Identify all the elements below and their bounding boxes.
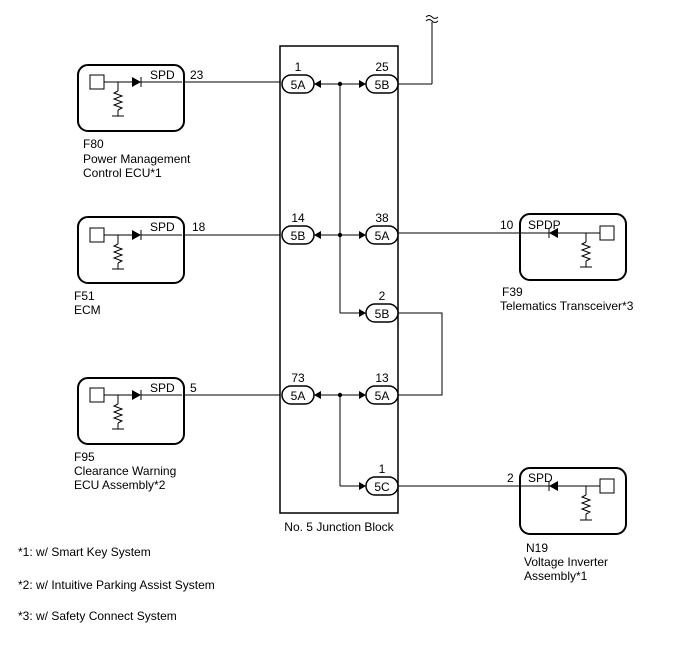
svg-text:25: 25 bbox=[375, 60, 389, 74]
svg-text:5B: 5B bbox=[291, 229, 306, 243]
connector-5b-pin2: 5B 2 bbox=[365, 289, 399, 323]
note-1: *1: w/ Smart Key System bbox=[18, 545, 151, 559]
f51-name-line1: ECM bbox=[74, 303, 101, 317]
f51-signal-label: SPD bbox=[150, 220, 175, 234]
n19-pin: 2 bbox=[507, 471, 514, 485]
svg-text:5A: 5A bbox=[291, 78, 306, 92]
svg-text:5A: 5A bbox=[375, 389, 390, 403]
svg-text:5A: 5A bbox=[375, 229, 390, 243]
f80-pin: 23 bbox=[190, 68, 204, 82]
component-f39: SPDP 10 F39 Telematics Transceiver*3 bbox=[398, 213, 634, 313]
n19-name-line2: Assembly*1 bbox=[524, 569, 588, 583]
svg-text:1: 1 bbox=[379, 462, 386, 476]
junction-block-label: No. 5 Junction Block bbox=[284, 520, 394, 534]
component-f51: SPD 18 F51 ECM bbox=[74, 216, 280, 317]
svg-text:1: 1 bbox=[295, 60, 302, 74]
svg-text:14: 14 bbox=[291, 211, 305, 225]
svg-text:2: 2 bbox=[379, 289, 386, 303]
f95-code: F95 bbox=[74, 450, 95, 464]
svg-text:5A: 5A bbox=[291, 389, 306, 403]
f95-signal-label: SPD bbox=[150, 381, 175, 395]
component-f80: SPD 23 F80 Power Management Control ECU*… bbox=[77, 64, 280, 180]
connector-5a-pin13: 5A 13 bbox=[365, 371, 399, 405]
f80-name-line1: Power Management bbox=[83, 152, 191, 166]
note-3: *3: w/ Safety Connect System bbox=[18, 609, 177, 623]
note-2: *2: w/ Intuitive Parking Assist System bbox=[18, 578, 215, 592]
connector-5a-pin1: 5A 1 bbox=[281, 60, 315, 94]
component-n19: SPD 2 N19 Voltage Inverter Assembly*1 bbox=[398, 467, 627, 583]
svg-text:5B: 5B bbox=[375, 307, 390, 321]
svg-text:5B: 5B bbox=[375, 78, 390, 92]
junction-block-body bbox=[279, 45, 399, 514]
connector-5c-pin1: 5C 1 bbox=[365, 462, 399, 496]
f51-code: F51 bbox=[74, 289, 95, 303]
svg-text:73: 73 bbox=[291, 371, 305, 385]
f95-name-line1: Clearance Warning bbox=[74, 464, 176, 478]
component-f95: SPD 5 F95 Clearance Warning ECU Assembly… bbox=[74, 377, 280, 492]
f95-name-line2: ECU Assembly*2 bbox=[74, 478, 166, 492]
f39-signal-label: SPDP bbox=[528, 218, 561, 232]
f39-pin: 10 bbox=[500, 218, 514, 232]
n19-name-line1: Voltage Inverter bbox=[524, 555, 608, 569]
connector-5b-pin14: 5B 14 bbox=[281, 211, 315, 245]
n19-code: N19 bbox=[526, 541, 548, 555]
f80-code: F80 bbox=[83, 137, 104, 151]
f39-code: F39 bbox=[502, 285, 523, 299]
connector-5b-pin25: 5B 25 bbox=[365, 60, 399, 94]
svg-text:5C: 5C bbox=[374, 480, 390, 494]
f51-pin: 18 bbox=[192, 220, 206, 234]
f80-name-line2: Control ECU*1 bbox=[83, 166, 162, 180]
svg-text:13: 13 bbox=[375, 371, 389, 385]
junction-internal-wiring bbox=[314, 80, 443, 490]
f95-pin: 5 bbox=[190, 381, 197, 395]
svg-text:38: 38 bbox=[375, 211, 389, 225]
n19-signal-label: SPD bbox=[528, 471, 553, 485]
f39-name-line1: Telematics Transceiver*3 bbox=[500, 299, 634, 313]
connector-5a-pin73: 5A 73 bbox=[281, 371, 315, 405]
f80-signal-label: SPD bbox=[150, 68, 175, 82]
shield-ground-icon bbox=[425, 15, 439, 84]
connector-5a-pin38: 5A 38 bbox=[365, 211, 399, 245]
